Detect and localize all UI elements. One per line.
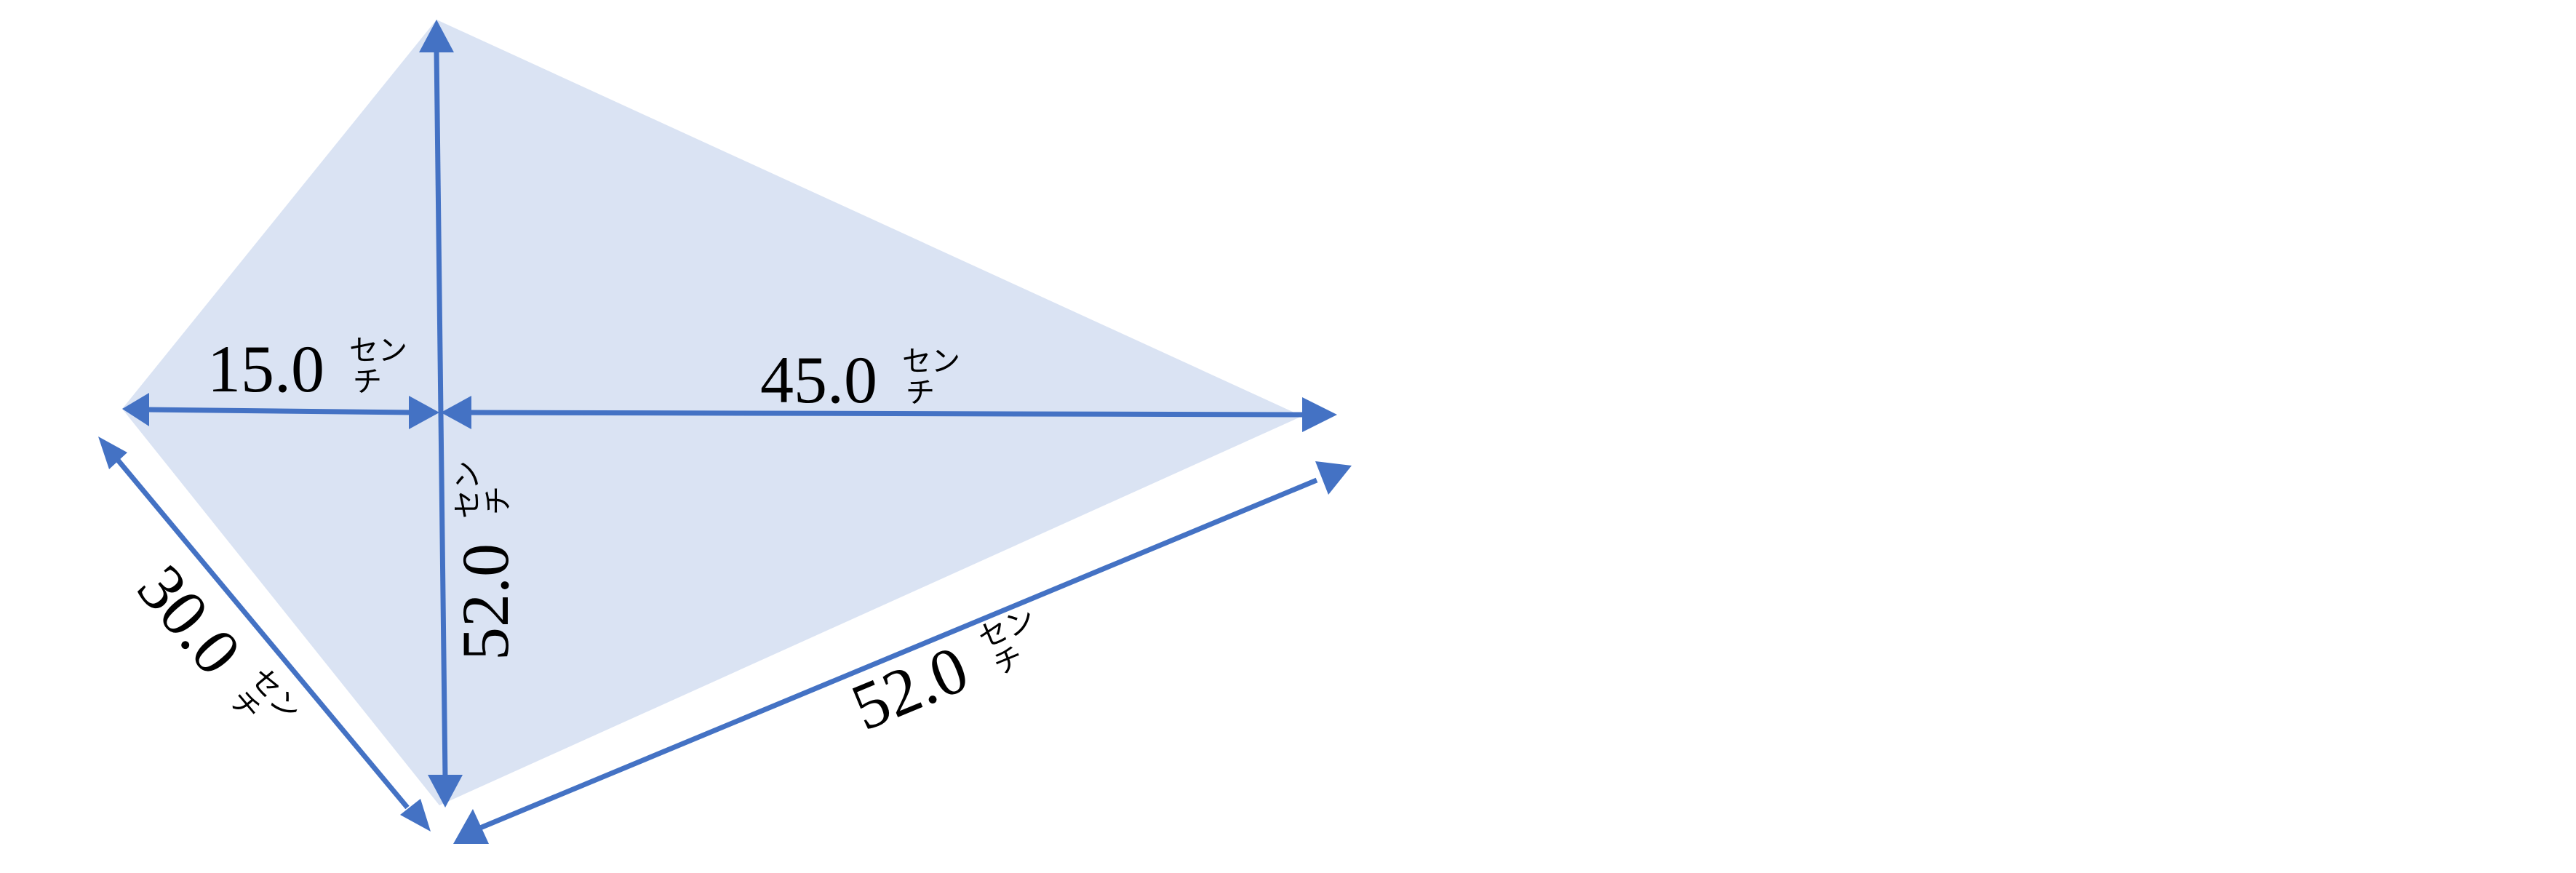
arrowhead-bottom — [400, 799, 431, 832]
arrowhead-right — [1302, 397, 1337, 432]
dimension-left-half-diagonal: 15.0 セン チ — [122, 332, 439, 429]
dimension-value: 45.0 — [760, 343, 877, 417]
arrowhead-top — [98, 436, 127, 469]
arrowhead-right — [1315, 461, 1352, 495]
arrowhead-left — [453, 809, 489, 844]
unit-label: セン — [451, 461, 485, 519]
dimension-line — [434, 50, 448, 779]
dimension-line — [145, 407, 414, 415]
dimension-vertical-diagonal: 52.0 セン チ — [419, 20, 522, 808]
arrowhead-bottom — [428, 775, 463, 808]
unit-label: チ — [353, 365, 382, 399]
unit-label: セン — [902, 345, 960, 378]
dimension-line — [114, 456, 410, 810]
dimension-value: 30.0 — [124, 551, 256, 688]
arrowhead-left — [122, 393, 149, 426]
arrowhead-right — [409, 396, 439, 429]
dimension-value: 52.0 — [448, 543, 522, 661]
arrowhead-left — [441, 396, 471, 429]
unit-label: セン — [349, 334, 407, 367]
unit-label: チ — [906, 376, 935, 410]
arrowhead-top — [419, 20, 454, 52]
dimension-right-half-diagonal: 45.0 セン チ — [441, 343, 1337, 432]
dimension-lower-right-side: 52.0 セン チ — [453, 461, 1352, 844]
unit-label: チ — [482, 486, 515, 515]
dimension-value: 52.0 — [842, 631, 978, 745]
dimension-line — [466, 410, 1304, 418]
dimension-line — [479, 477, 1318, 831]
dimension-value: 15.0 — [207, 332, 324, 406]
